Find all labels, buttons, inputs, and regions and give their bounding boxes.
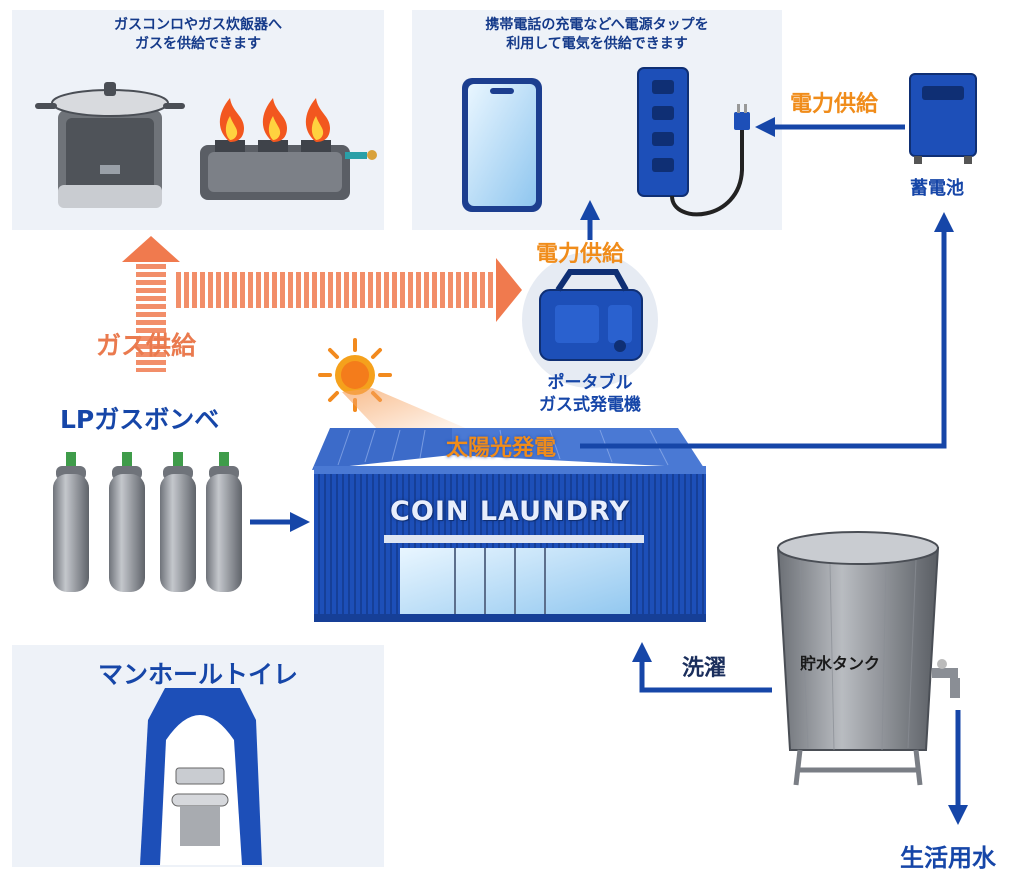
generator-label-line2: ガス式発電機 bbox=[539, 395, 641, 415]
gas-panel-caption-line1: ガスコンロやガス炊飯器へ bbox=[114, 17, 282, 33]
battery-power-supply-label: 電力供給 bbox=[790, 92, 879, 117]
gas-stove-icon bbox=[200, 140, 377, 200]
manhole-toilet-title: マンホールトイレ bbox=[97, 660, 298, 689]
power-panel-caption-line2: 利用して電気を供給できます bbox=[506, 36, 688, 52]
water-tank-label: 貯水タンク bbox=[800, 654, 881, 673]
flow-arrows bbox=[250, 117, 968, 825]
battery-label: 蓄電池 bbox=[910, 178, 964, 199]
coin-laundry-building bbox=[312, 428, 706, 622]
sunlight-beam bbox=[342, 388, 470, 432]
storage-battery-icon bbox=[909, 73, 977, 164]
arrow-tank-to-laundry bbox=[632, 642, 772, 693]
water-tank-icon bbox=[776, 531, 960, 786]
manhole-toilet-tent-icon bbox=[140, 688, 262, 865]
solar-power-label: 太陽光発電 bbox=[446, 436, 557, 461]
sun-icon bbox=[318, 338, 392, 412]
portable-generator-icon bbox=[522, 252, 658, 388]
power-strip-icon bbox=[637, 67, 750, 217]
generator-power-supply-label: 電力供給 bbox=[536, 242, 625, 267]
gas-supply-label: ガス供給 bbox=[96, 331, 197, 360]
generator-label-line1: ポータブル bbox=[547, 373, 633, 393]
wash-label: 洗濯 bbox=[682, 656, 727, 681]
smartphone-icon bbox=[462, 78, 542, 212]
gas-panel-caption-line2: ガスを供給できます bbox=[135, 36, 261, 52]
rice-cooker-icon bbox=[35, 82, 185, 208]
domestic-water-label: 生活用水 bbox=[900, 844, 996, 872]
power-panel-caption-line1: 携帯電話の充電などへ電源タップを bbox=[485, 17, 709, 33]
lp-gas-cylinders-icon bbox=[53, 452, 242, 592]
gas-supply-arrows bbox=[122, 236, 522, 372]
lp-gas-cylinder-label: LPガスボンベ bbox=[60, 405, 220, 434]
flame-icon bbox=[219, 98, 330, 142]
coin-laundry-sign: COIN LAUNDRY bbox=[390, 496, 630, 527]
arrow-solar-to-battery bbox=[580, 212, 954, 449]
